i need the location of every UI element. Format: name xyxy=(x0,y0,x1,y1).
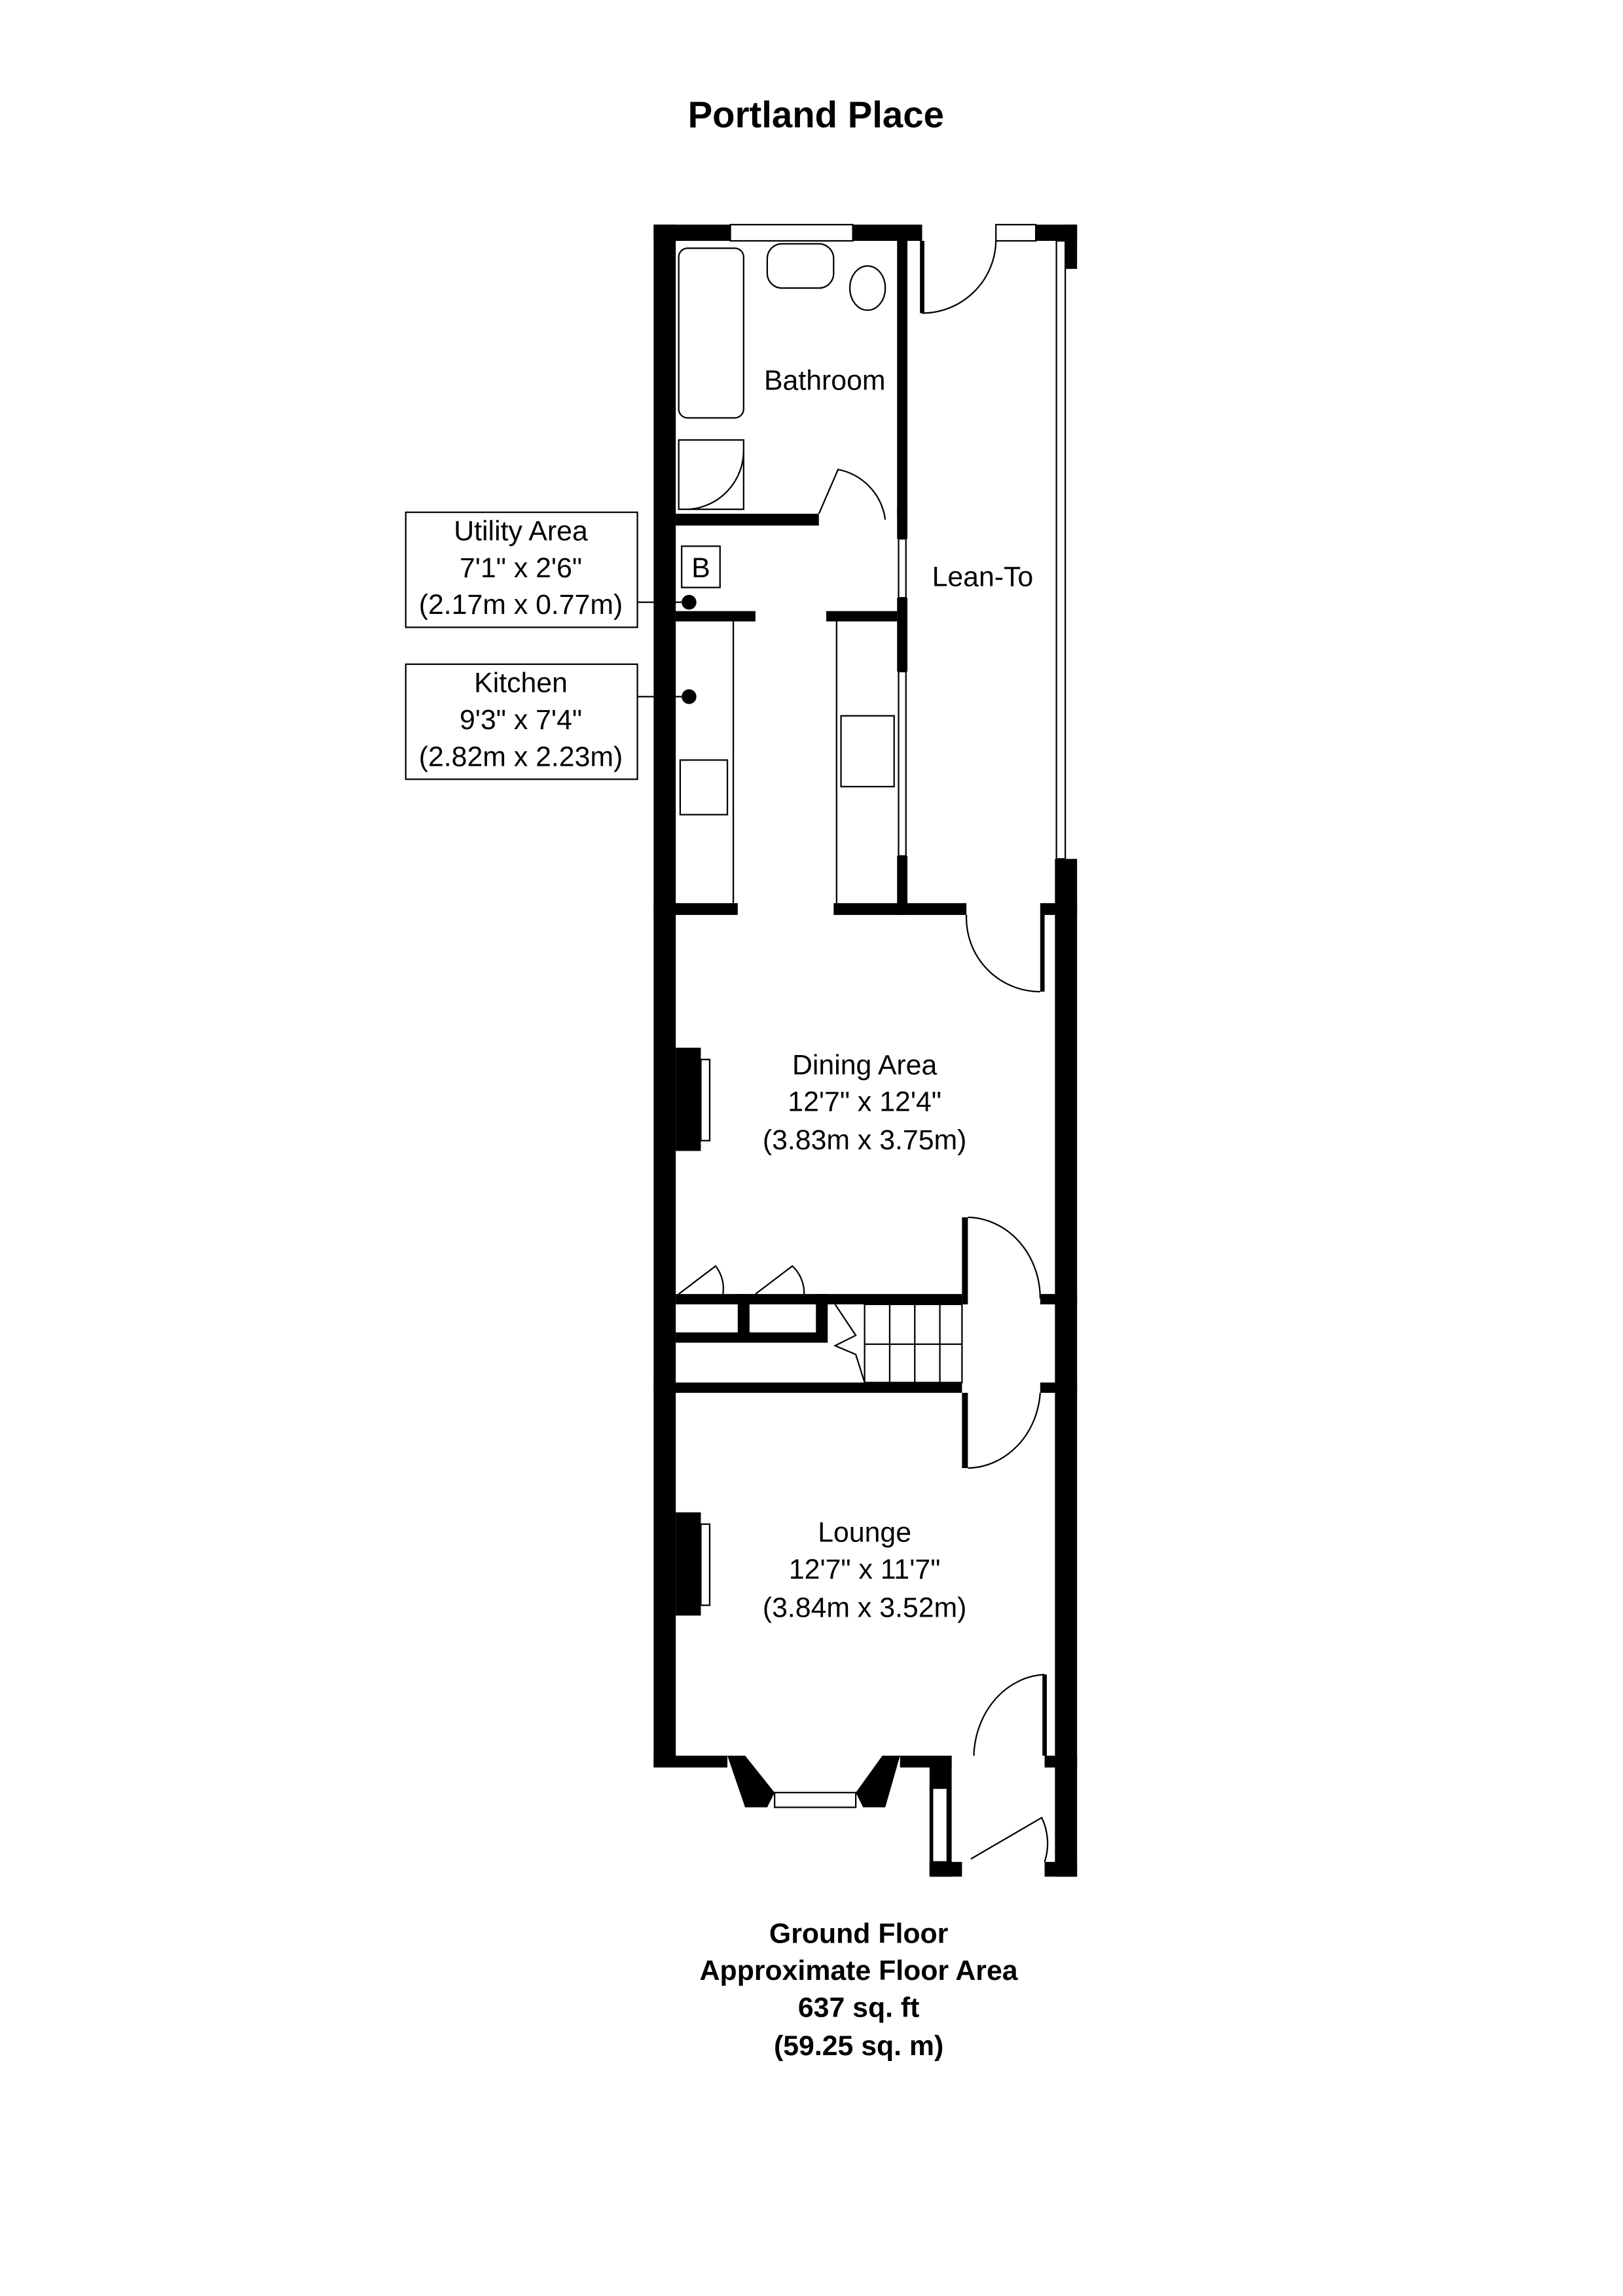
svg-text:12'7" x 11'7": 12'7" x 11'7" xyxy=(789,1554,941,1585)
svg-text:Dining Area: Dining Area xyxy=(792,1049,937,1081)
bath-icon xyxy=(678,247,744,419)
dining-area-label: Dining Area 12'7" x 12'4" (3.83m x 3.75m… xyxy=(763,1049,967,1156)
svg-text:12'7" x 12'4": 12'7" x 12'4" xyxy=(788,1086,941,1118)
svg-text:(3.83m x 3.75m): (3.83m x 3.75m) xyxy=(763,1124,967,1156)
svg-text:Approximate Floor Area: Approximate Floor Area xyxy=(700,1955,1019,1986)
stairs xyxy=(833,1303,963,1384)
shower-icon xyxy=(678,439,744,511)
kitchen-label: Kitchen 9'3" x 7'4" (2.82m x 2.23m) xyxy=(405,663,638,780)
svg-text:Lounge: Lounge xyxy=(818,1517,911,1549)
windows xyxy=(729,224,1067,1863)
sink-icon xyxy=(840,715,895,787)
toilet-icon xyxy=(848,265,886,312)
svg-text:(3.84m x 3.52m): (3.84m x 3.52m) xyxy=(763,1592,967,1624)
svg-text:Utility Area: Utility Area xyxy=(454,516,588,547)
svg-text:(59.25 sq. m): (59.25 sq. m) xyxy=(774,2030,943,2062)
floor-area-summary: Ground Floor Approximate Floor Area 637 … xyxy=(700,1918,1019,2062)
svg-text:(2.82m x 2.23m): (2.82m x 2.23m) xyxy=(419,741,623,772)
boiler-label: B xyxy=(691,552,710,584)
lounge-label: Lounge 12'7" x 11'7" (3.84m x 3.52m) xyxy=(763,1517,967,1624)
walls xyxy=(653,224,1078,1877)
svg-text:637 sq. ft: 637 sq. ft xyxy=(798,1992,920,2023)
svg-text:Kitchen: Kitchen xyxy=(474,668,568,699)
utility-area-label: Utility Area 7'1" x 2'6" (2.17m x 0.77m) xyxy=(405,511,638,628)
room-label-lean-to: Lean-To xyxy=(932,561,1034,592)
svg-text:Ground Floor: Ground Floor xyxy=(769,1918,948,1950)
svg-text:9'3" x 7'4": 9'3" x 7'4" xyxy=(460,704,582,736)
room-label-bathroom: Bathroom xyxy=(764,365,886,397)
hob-icon xyxy=(679,759,729,816)
fixtures: B xyxy=(678,243,895,903)
doors xyxy=(678,240,1049,1863)
plan-title: Portland Place xyxy=(688,94,944,135)
boiler-box xyxy=(681,545,721,588)
svg-text:(2.17m x 0.77m): (2.17m x 0.77m) xyxy=(419,589,623,620)
basin-icon xyxy=(766,243,835,289)
svg-text:7'1" x 2'6": 7'1" x 2'6" xyxy=(460,552,582,584)
